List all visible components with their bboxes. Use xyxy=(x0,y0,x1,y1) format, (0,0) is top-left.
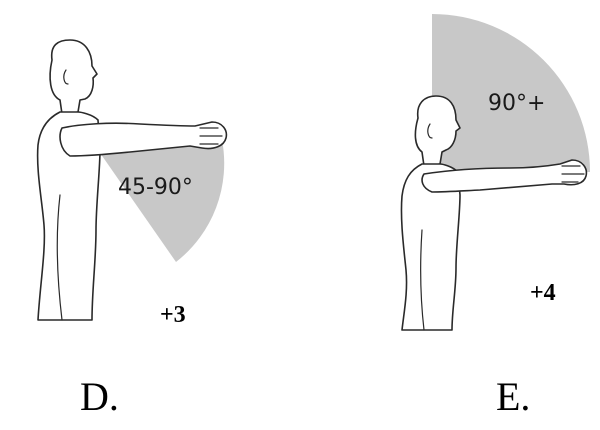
motion-sector-d xyxy=(98,140,225,262)
human-figure-e xyxy=(400,95,588,331)
angle-label-d: 45-90° xyxy=(118,175,193,200)
panel-e: 90°+ +4 E. xyxy=(400,14,590,419)
angle-label-e: 90°+ xyxy=(488,91,545,116)
human-figure-d xyxy=(36,39,228,321)
score-label-d: +3 xyxy=(160,302,186,328)
panel-d: 45-90° +3 D. xyxy=(36,39,228,419)
score-label-e: +4 xyxy=(530,280,556,306)
motion-sector-e xyxy=(432,14,590,172)
panel-letter-d: D. xyxy=(80,374,119,419)
panel-letter-e: E. xyxy=(496,374,530,419)
